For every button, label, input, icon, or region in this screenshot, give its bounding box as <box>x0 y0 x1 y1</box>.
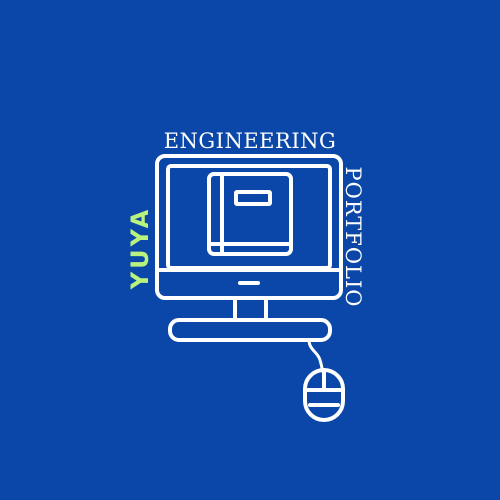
mouse-icon <box>303 368 345 422</box>
book-icon <box>207 172 293 256</box>
logo-title-yuya: YUYA <box>126 206 154 290</box>
logo-title-engineering: ENGINEERING <box>163 129 337 153</box>
computer-monitor-icon <box>155 154 343 342</box>
logo-title-portfolio: PORTFOLIO <box>341 166 365 308</box>
